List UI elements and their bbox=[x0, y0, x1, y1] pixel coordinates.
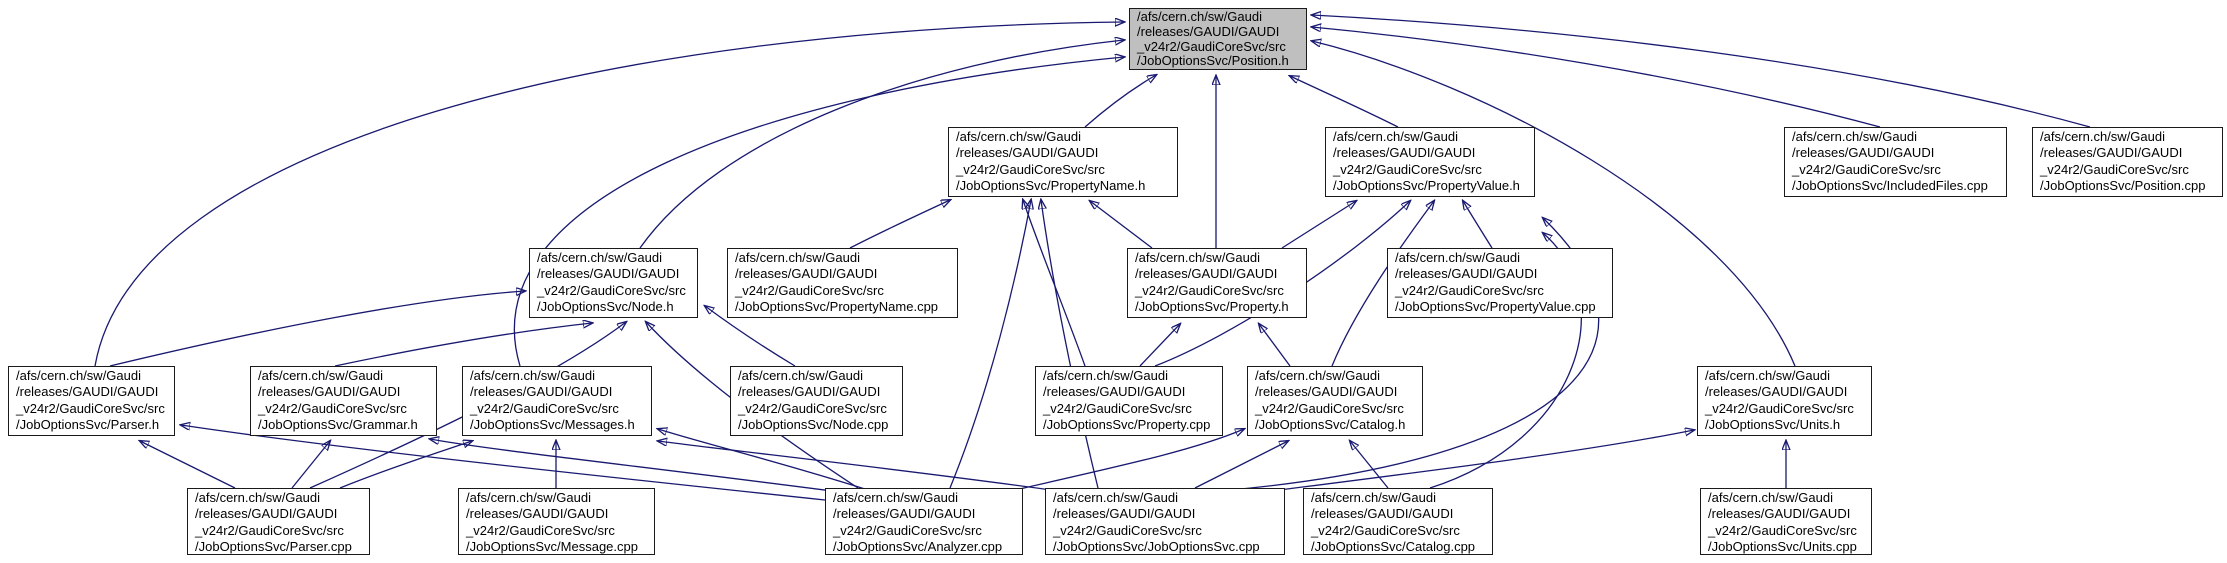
edge-property_cpp-property_h bbox=[1139, 324, 1180, 367]
edge-property_cpp-propertyname_h bbox=[1023, 200, 1086, 367]
edge-catalog_h-propertyvalue_h bbox=[1331, 201, 1434, 367]
node-message-cpp[interactable]: /afs/cern.ch/sw/Gaudi /releases/GAUDI/GA… bbox=[458, 488, 655, 555]
node-messages-h[interactable]: /afs/cern.ch/sw/Gaudi /releases/GAUDI/GA… bbox=[462, 366, 652, 436]
edge-parser_cpp-grammar_h bbox=[291, 441, 330, 489]
edge-includedfiles_cpp-position_h bbox=[1312, 27, 1881, 128]
edge-propertyname_h-position_h bbox=[1084, 75, 1156, 128]
edge-grammar_h-node_h bbox=[334, 323, 592, 367]
edge-node_h-position_h bbox=[639, 40, 1124, 249]
node-property-cpp[interactable]: /afs/cern.ch/sw/Gaudi /releases/GAUDI/GA… bbox=[1035, 366, 1223, 436]
node-units-cpp[interactable]: /afs/cern.ch/sw/Gaudi /releases/GAUDI/GA… bbox=[1700, 488, 1872, 555]
node-propertyvalue-cpp[interactable]: /afs/cern.ch/sw/Gaudi /releases/GAUDI/GA… bbox=[1387, 248, 1613, 318]
node-parser-h[interactable]: /afs/cern.ch/sw/Gaudi /releases/GAUDI/GA… bbox=[8, 366, 175, 436]
edge-units_h-position_h bbox=[1312, 41, 1796, 367]
node-node-h[interactable]: /afs/cern.ch/sw/Gaudi /releases/GAUDI/GA… bbox=[529, 248, 698, 318]
edge-propertyvalue_cpp-propertyvalue_h bbox=[1463, 201, 1493, 249]
node-catalog-h[interactable]: /afs/cern.ch/sw/Gaudi /releases/GAUDI/GA… bbox=[1247, 366, 1423, 436]
edge-analyzer_cpp-catalog_h bbox=[1014, 429, 1244, 491]
edge-parser_cpp-messages_h bbox=[339, 441, 472, 489]
node-node-cpp[interactable]: /afs/cern.ch/sw/Gaudi /releases/GAUDI/GA… bbox=[730, 366, 903, 436]
edge-node_cpp-node_h bbox=[705, 306, 796, 367]
edge-analyzer_cpp-grammar_h bbox=[430, 439, 841, 493]
edge-messages_h-position_h bbox=[513, 57, 1124, 367]
node-propertyvalue-h[interactable]: /afs/cern.ch/sw/Gaudi /releases/GAUDI/GA… bbox=[1325, 127, 1535, 197]
edge-property_h-propertyvalue_h bbox=[1281, 201, 1356, 249]
edge-catalog_h-property_h bbox=[1259, 324, 1291, 367]
edge-joboptionssvc_cpp-propertyname_h bbox=[1041, 200, 1099, 489]
edge-catalog_cpp-catalog_h bbox=[1350, 441, 1389, 489]
edge-joboptionssvc_cpp-catalog_h bbox=[1194, 441, 1288, 489]
node-catalog-cpp[interactable]: /afs/cern.ch/sw/Gaudi /releases/GAUDI/GA… bbox=[1303, 488, 1493, 555]
edge-joboptionssvc_cpp-messages_h bbox=[658, 441, 1081, 495]
node-propertyname-h[interactable]: /afs/cern.ch/sw/Gaudi /releases/GAUDI/GA… bbox=[948, 127, 1178, 197]
node-units-h[interactable]: /afs/cern.ch/sw/Gaudi /releases/GAUDI/GA… bbox=[1697, 366, 1872, 436]
edge-parser_h-position_h bbox=[94, 22, 1124, 367]
node-grammar-h[interactable]: /afs/cern.ch/sw/Gaudi /releases/GAUDI/GA… bbox=[250, 366, 437, 436]
edge-property_h-propertyname_h bbox=[1090, 201, 1153, 249]
node-parser-cpp[interactable]: /afs/cern.ch/sw/Gaudi /releases/GAUDI/GA… bbox=[187, 488, 370, 555]
edge-parser_h-node_h bbox=[109, 291, 525, 367]
edge-parser_cpp-parser_h bbox=[140, 441, 236, 489]
edge-propertyvalue_h-position_h bbox=[1290, 76, 1399, 128]
node-position-cpp[interactable]: /afs/cern.ch/sw/Gaudi /releases/GAUDI/GA… bbox=[2032, 127, 2223, 197]
node-includedfiles-cpp[interactable]: /afs/cern.ch/sw/Gaudi /releases/GAUDI/GA… bbox=[1784, 127, 2007, 197]
node-propertyname-cpp[interactable]: /afs/cern.ch/sw/Gaudi /releases/GAUDI/GA… bbox=[727, 248, 958, 318]
edge-position_cpp-position_h bbox=[1312, 15, 2091, 128]
node-joboptionssvc-cpp[interactable]: /afs/cern.ch/sw/Gaudi /releases/GAUDI/GA… bbox=[1045, 488, 1285, 555]
edge-analyzer_cpp-propertyname_h bbox=[949, 200, 1031, 489]
node-position-h[interactable]: /afs/cern.ch/sw/Gaudi /releases/GAUDI/GA… bbox=[1129, 8, 1307, 70]
edge-propertyname_cpp-propertyname_h bbox=[849, 200, 950, 249]
node-property-h[interactable]: /afs/cern.ch/sw/Gaudi /releases/GAUDI/GA… bbox=[1127, 248, 1307, 318]
node-analyzer-cpp[interactable]: /afs/cern.ch/sw/Gaudi /releases/GAUDI/GA… bbox=[825, 488, 1023, 555]
edge-analyzer_cpp-messages_h bbox=[658, 429, 869, 491]
edge-joboptionssvc_cpp-units_h bbox=[1247, 430, 1694, 495]
